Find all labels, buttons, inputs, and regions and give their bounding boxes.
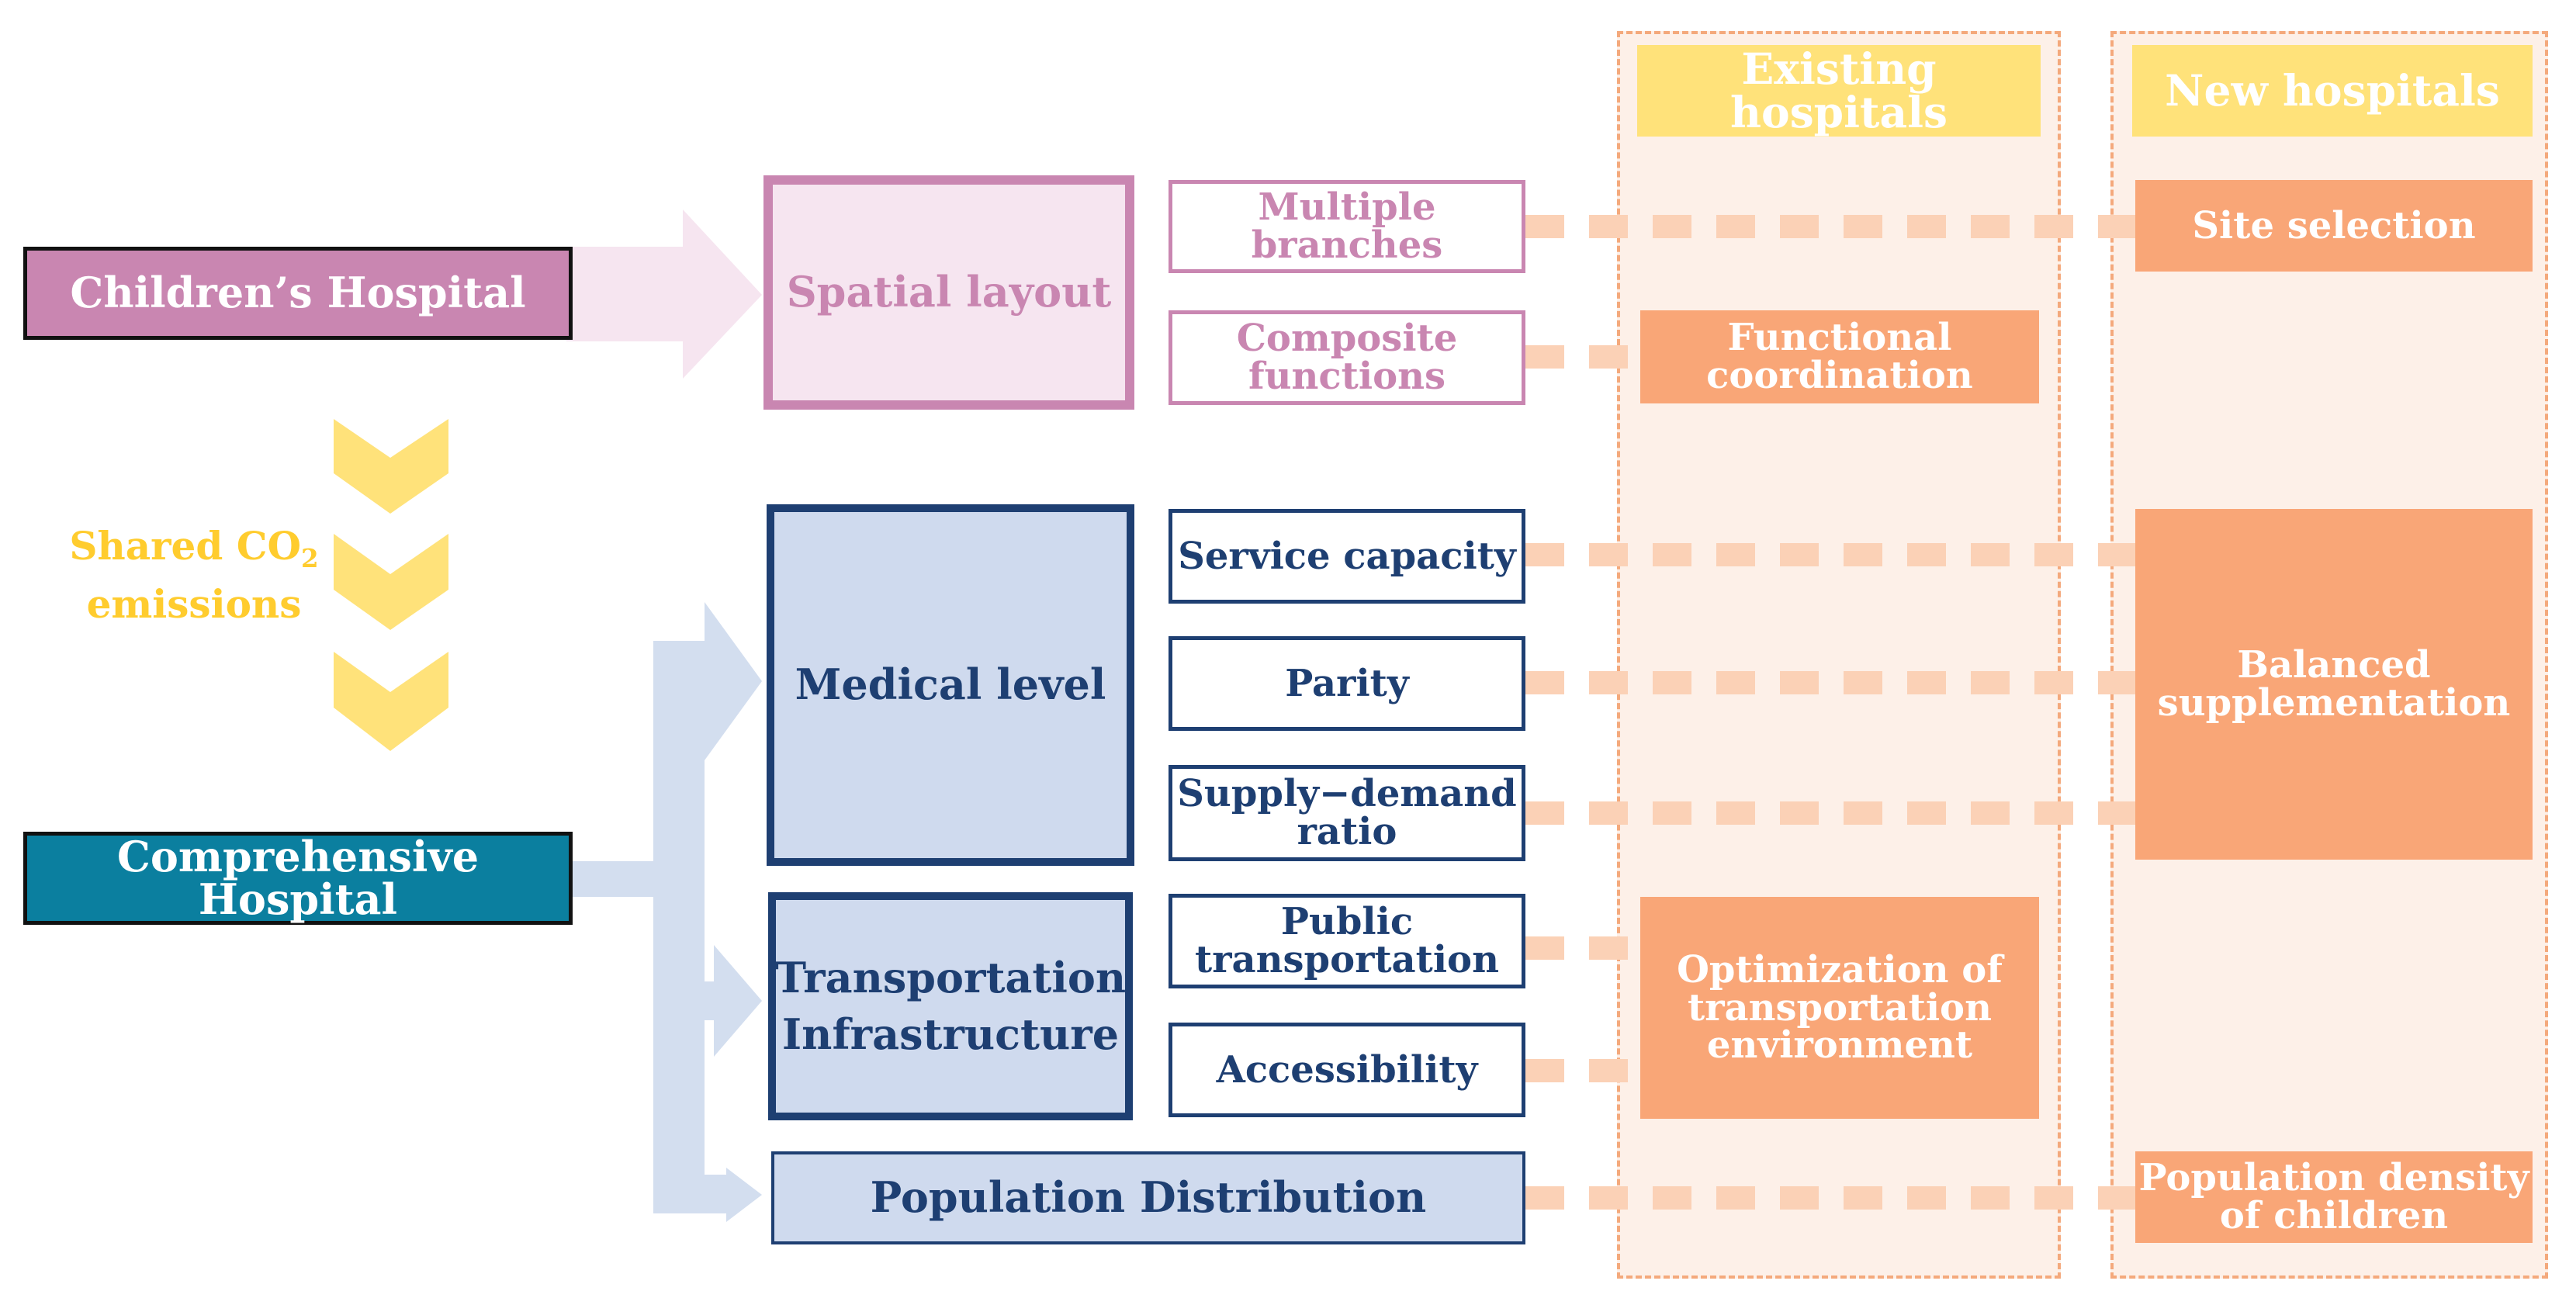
composite-functions-box: Composite functions xyxy=(1169,310,1525,405)
shared-emissions-chevrons xyxy=(334,419,448,751)
spatial-layout-box: Spatial layout xyxy=(763,175,1134,410)
accessibility-box: Accessibility xyxy=(1169,1023,1525,1117)
composite-functions-line1: Composite xyxy=(1236,317,1458,361)
supply-demand-line1: Supply−demand xyxy=(1177,772,1517,816)
optimization-line3: environment xyxy=(1706,1023,1973,1068)
population-density-line1: Population density xyxy=(2138,1156,2529,1200)
population-density-line2: of children xyxy=(2219,1194,2449,1237)
supply-demand-ratio-box: Supply−demand ratio xyxy=(1169,765,1525,861)
new-hospitals-label: New hospitals xyxy=(2165,64,2500,116)
accessibility-label: Accessibility xyxy=(1216,1047,1478,1092)
composite-functions-line2: functions xyxy=(1248,355,1446,398)
service-capacity-label: Service capacity xyxy=(1178,534,1516,578)
population-density-children-box: Population density of children xyxy=(2135,1151,2533,1243)
functional-coordination-box: Functional coordination xyxy=(1640,310,2039,403)
dashed-connectors xyxy=(1525,215,2135,1210)
comprehensive-hospital-box: Comprehensive Hospital xyxy=(23,832,573,925)
parity-label: Parity xyxy=(1285,661,1409,705)
multiple-branches-box: Multiple branches xyxy=(1169,180,1525,273)
transportation-infrastructure-box: Transportation Infrastructure xyxy=(768,892,1133,1120)
balanced-supplementation-box: Balanced supplementation xyxy=(2135,509,2533,860)
supply-demand-line2: ratio xyxy=(1297,810,1397,853)
parity-box: Parity xyxy=(1169,636,1525,731)
service-capacity-box: Service capacity xyxy=(1169,509,1525,604)
population-distribution-label: Population Distribution xyxy=(870,1172,1427,1223)
childrens-hospital-label: Children’s Hospital xyxy=(70,268,526,318)
shared-co2-text: Shared CO xyxy=(69,523,302,569)
existing-hospitals-header: Existing hospitals xyxy=(1637,45,2041,137)
comprehensive-hospital-label: Comprehensive Hospital xyxy=(116,831,480,924)
transportation-infra-line1: Transportation xyxy=(774,953,1127,1003)
optimization-transportation-box: Optimization of transportation environme… xyxy=(1640,897,2039,1119)
optimization-line2: transportation xyxy=(1688,985,1992,1030)
existing-hospitals-label: Existing hospitals xyxy=(1730,43,1948,137)
blue-branch-arrows xyxy=(570,602,762,1222)
new-hospitals-header: New hospitals xyxy=(2132,45,2533,137)
shared-emissions-label: Shared CO2 emissions xyxy=(62,518,326,632)
medical-level-box: Medical level xyxy=(767,504,1134,866)
functional-coordination-line2: coordination xyxy=(1706,354,1973,397)
public-transportation-box: Public transportation xyxy=(1169,894,1525,988)
medical-level-label: Medical level xyxy=(795,659,1106,710)
pink-arrow xyxy=(566,209,762,379)
optimization-line1: Optimization of xyxy=(1677,947,2003,992)
co2-subscript: 2 xyxy=(301,542,319,573)
functional-coordination-line1: Functional xyxy=(1727,316,1952,360)
balanced-supplementation-line2: supplementation xyxy=(2157,681,2511,725)
site-selection-box: Site selection xyxy=(2135,180,2533,272)
public-transport-line2: transportation xyxy=(1195,938,1499,981)
balanced-supplementation-line1: Balanced xyxy=(2237,643,2431,687)
population-distribution-box: Population Distribution xyxy=(771,1151,1525,1244)
childrens-hospital-box: Children’s Hospital xyxy=(23,247,573,340)
public-transport-line1: Public xyxy=(1280,900,1414,944)
transportation-infra-line2: Infrastructure xyxy=(781,1009,1120,1059)
multiple-branches-line2: branches xyxy=(1251,223,1443,267)
site-selection-label: Site selection xyxy=(2192,203,2476,247)
multiple-branches-line1: Multiple xyxy=(1258,185,1436,230)
spatial-layout-label: Spatial layout xyxy=(786,267,1112,317)
emissions-text: emissions xyxy=(86,580,302,627)
